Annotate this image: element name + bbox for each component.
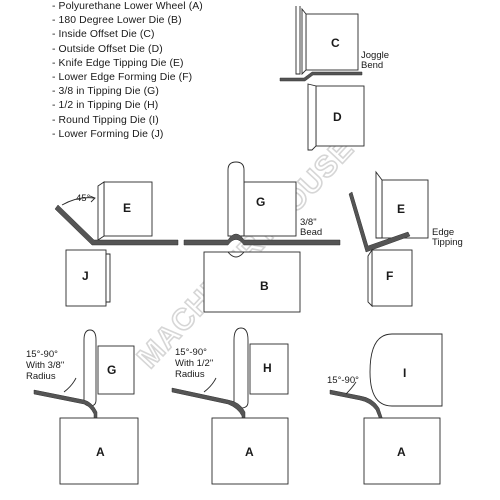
die-g-bottom-blade xyxy=(83,329,97,407)
joggle-tool-edge xyxy=(295,6,301,75)
bead-group: G B 3/8" Bead xyxy=(183,161,341,313)
legend-item-i: - Round Tipping Die (I) xyxy=(52,114,159,126)
die-c-face xyxy=(301,7,307,76)
label-c: C xyxy=(331,36,340,50)
die-c xyxy=(305,13,359,71)
die-g-bottom xyxy=(97,345,135,395)
label-g-top: G xyxy=(256,195,265,209)
wheel-a-middle xyxy=(211,417,289,485)
note-g-with: With 3/8" xyxy=(26,360,64,371)
edge-workpiece xyxy=(348,191,411,253)
die-legend: - Polyurethane Lower Wheel (A) - 180 Deg… xyxy=(52,0,203,142)
die-g-top xyxy=(243,181,297,237)
label-i: I xyxy=(403,366,406,380)
wheel-a-right xyxy=(363,417,441,485)
note-h-angle: 15°-90° xyxy=(175,347,207,358)
note-bead: Bead xyxy=(300,227,322,238)
legend-item-c: - Inside Offset Die (C) xyxy=(52,29,155,41)
label-d: D xyxy=(333,110,342,124)
die-e-left xyxy=(103,181,153,237)
angle-arc-45 xyxy=(61,197,95,206)
note-45: 45° xyxy=(76,193,91,204)
joggle-workpiece xyxy=(279,71,363,82)
legend-item-h: - 1/2 in Tipping Die (H) xyxy=(52,100,159,112)
angle-arrow-45 xyxy=(89,195,96,203)
legend-item-a: - Polyurethane Lower Wheel (A) xyxy=(52,1,203,12)
note-bead-size: 3/8" xyxy=(300,217,317,228)
die-j xyxy=(65,249,107,307)
tipping-i-group: I A 15°-90° xyxy=(327,333,443,485)
legend-item-e: - Knife Edge Tipping Die (E) xyxy=(52,57,184,69)
die-h xyxy=(249,343,289,395)
edge-tipping-group: E F Edge Tipping xyxy=(348,170,463,308)
angle-arc-g xyxy=(63,377,77,393)
label-a-middle: A xyxy=(245,445,254,459)
knife-edge-45-group: E J 45° xyxy=(54,181,179,307)
legend-item-g: - 3/8 in Tipping Die (G) xyxy=(52,86,159,98)
die-g-top-blade xyxy=(227,161,245,237)
note-g-angle: 15°-90° xyxy=(26,349,58,360)
label-e-left: E xyxy=(123,201,131,215)
legend-item-f: - Lower Edge Forming Die (F) xyxy=(52,72,193,84)
tipping-h-group: H A 15°-90° With 1/2" Radius xyxy=(171,327,289,485)
tipping-g-group: G A 15°-90° With 3/8" Radius xyxy=(26,329,139,485)
label-g-bottom: G xyxy=(107,363,116,377)
legend-item-d: - Outside Offset Die (D) xyxy=(52,43,163,55)
die-i xyxy=(369,333,443,407)
note-joggle: Joggle xyxy=(361,50,389,61)
die-e-right-face xyxy=(375,170,383,239)
label-a-left: A xyxy=(96,445,105,459)
note-h-with: With 1/2" xyxy=(175,358,213,369)
label-h: H xyxy=(263,361,272,375)
note-edge: Edge xyxy=(432,227,454,238)
die-e-left-face xyxy=(97,181,105,241)
die-j-face xyxy=(105,253,111,303)
label-a-right: A xyxy=(397,445,406,459)
legend-item-j: - Lower Forming Die (J) xyxy=(52,128,164,140)
angle-arc-i xyxy=(345,381,357,395)
note-tipping: Tipping xyxy=(432,237,463,248)
legend-item-b: - 180 Degree Lower Die (B) xyxy=(52,15,182,27)
label-b: B xyxy=(260,279,269,293)
note-h-radius: Radius xyxy=(175,369,205,380)
note-bend: Bend xyxy=(361,60,383,71)
joggle-bend-group: C D Joggle Bend xyxy=(279,6,389,151)
label-e-right: E xyxy=(397,202,405,216)
die-f xyxy=(371,249,413,307)
die-h-blade xyxy=(233,327,249,409)
label-f: F xyxy=(386,269,393,283)
angle-arc-h xyxy=(203,377,217,393)
die-f-face xyxy=(367,248,373,308)
note-g-radius: Radius xyxy=(26,371,56,382)
die-b xyxy=(203,251,301,313)
wheel-a-left xyxy=(59,417,139,485)
bead-workpiece xyxy=(183,233,341,246)
die-d-face xyxy=(307,83,317,151)
workpiece-45 xyxy=(54,204,179,246)
label-j: J xyxy=(82,269,89,283)
die-b-groove xyxy=(227,251,245,258)
note-i-angle: 15°-90° xyxy=(327,375,359,386)
